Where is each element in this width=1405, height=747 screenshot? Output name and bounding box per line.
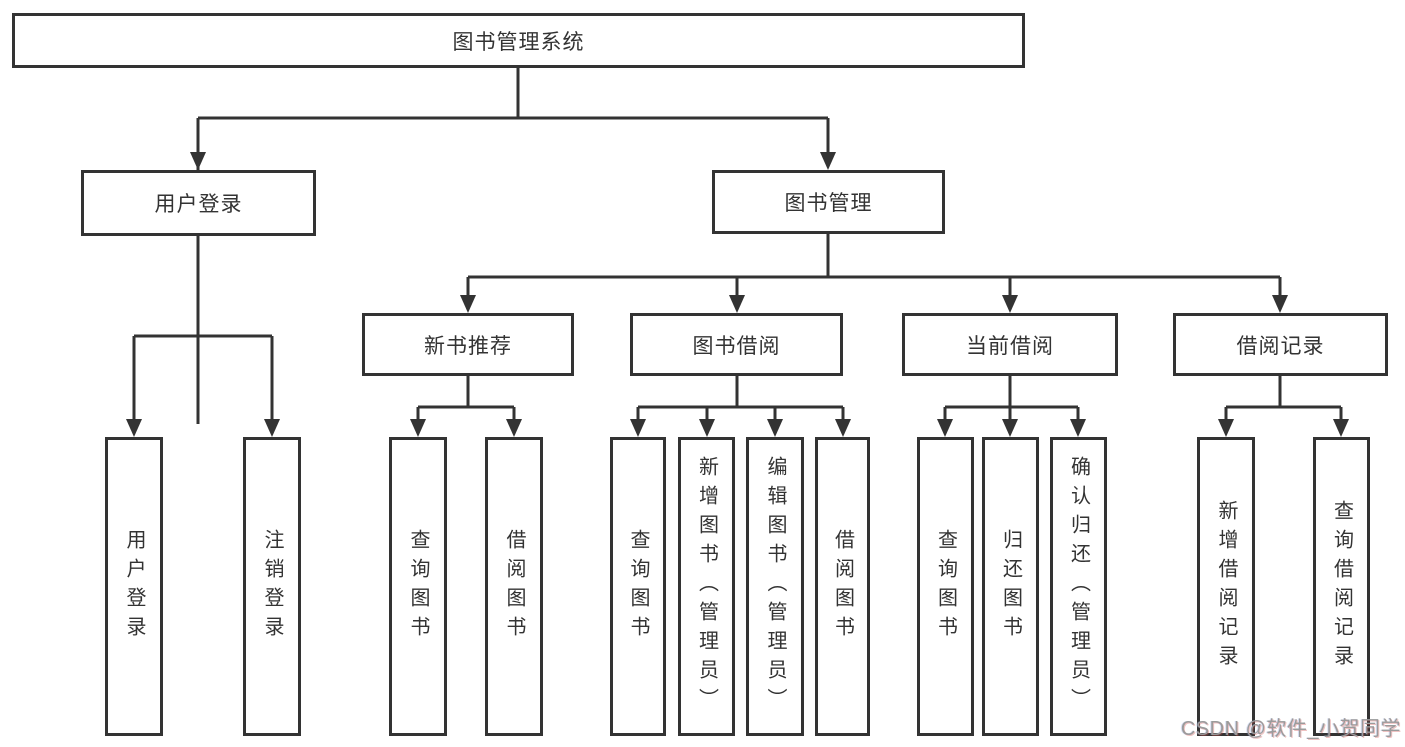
node-borrowing-records: 借阅记录	[1173, 313, 1388, 376]
leaf-borrow-books: 借阅图书	[815, 437, 870, 736]
node-label: 借阅图书	[503, 528, 525, 645]
node-label: 查询图书	[407, 528, 429, 645]
node-label: 归还图书	[999, 528, 1022, 645]
node-label: 编辑图书（管理员）	[764, 456, 786, 717]
node-label: 借阅记录	[1236, 334, 1325, 358]
leaf-query-books-current: 查询图书	[917, 437, 974, 736]
node-label: 注销登录	[261, 528, 283, 645]
node-label: 查询借阅记录	[1330, 499, 1353, 674]
node-label: 图书借阅	[692, 334, 781, 358]
leaf-borrow-books-recommend: 借阅图书	[485, 437, 543, 736]
node-label: 图书管理	[784, 192, 873, 215]
node-label: 当前借阅	[966, 334, 1054, 358]
node-label: 新书推荐	[424, 334, 512, 358]
leaf-confirm-return-admin: 确认归还（管理员）	[1050, 437, 1107, 736]
node-label: 新增借阅记录	[1215, 499, 1237, 674]
node-label: 借阅图书	[831, 528, 854, 645]
leaf-return-books: 归还图书	[982, 437, 1039, 736]
node-label: 用户登录	[123, 528, 145, 645]
node-label: 查询图书	[934, 528, 957, 645]
node-label: 用户登录	[154, 193, 243, 216]
node-book-management-branch: 图书管理	[712, 170, 945, 234]
node-current-borrowing: 当前借阅	[902, 313, 1118, 376]
leaf-user-login: 用户登录	[105, 437, 163, 736]
node-label: 新增图书（管理员）	[695, 456, 718, 717]
arrowhead-icons	[126, 152, 1349, 437]
node-label: 查询图书	[627, 528, 649, 645]
node-label: 确认归还（管理员）	[1067, 456, 1090, 717]
csdn-watermark: CSDN @软件_小贺同学	[1180, 718, 1401, 740]
node-user-login-branch: 用户登录	[81, 170, 316, 236]
leaf-query-books-recommend: 查询图书	[389, 437, 447, 736]
leaf-query-books-borrow: 查询图书	[610, 437, 666, 736]
node-book-borrowing: 图书借阅	[630, 313, 843, 376]
node-label: 图书管理系统	[452, 30, 585, 54]
leaf-edit-books-admin: 编辑图书（管理员）	[746, 437, 804, 736]
leaf-add-borrow-record: 新增借阅记录	[1197, 437, 1255, 736]
leaf-logout: 注销登录	[243, 437, 301, 736]
leaf-query-borrow-record: 查询借阅记录	[1313, 437, 1370, 736]
node-root-system: 图书管理系统	[12, 13, 1025, 68]
node-new-book-recommendation: 新书推荐	[362, 313, 574, 376]
leaf-add-books-admin: 新增图书（管理员）	[678, 437, 735, 736]
